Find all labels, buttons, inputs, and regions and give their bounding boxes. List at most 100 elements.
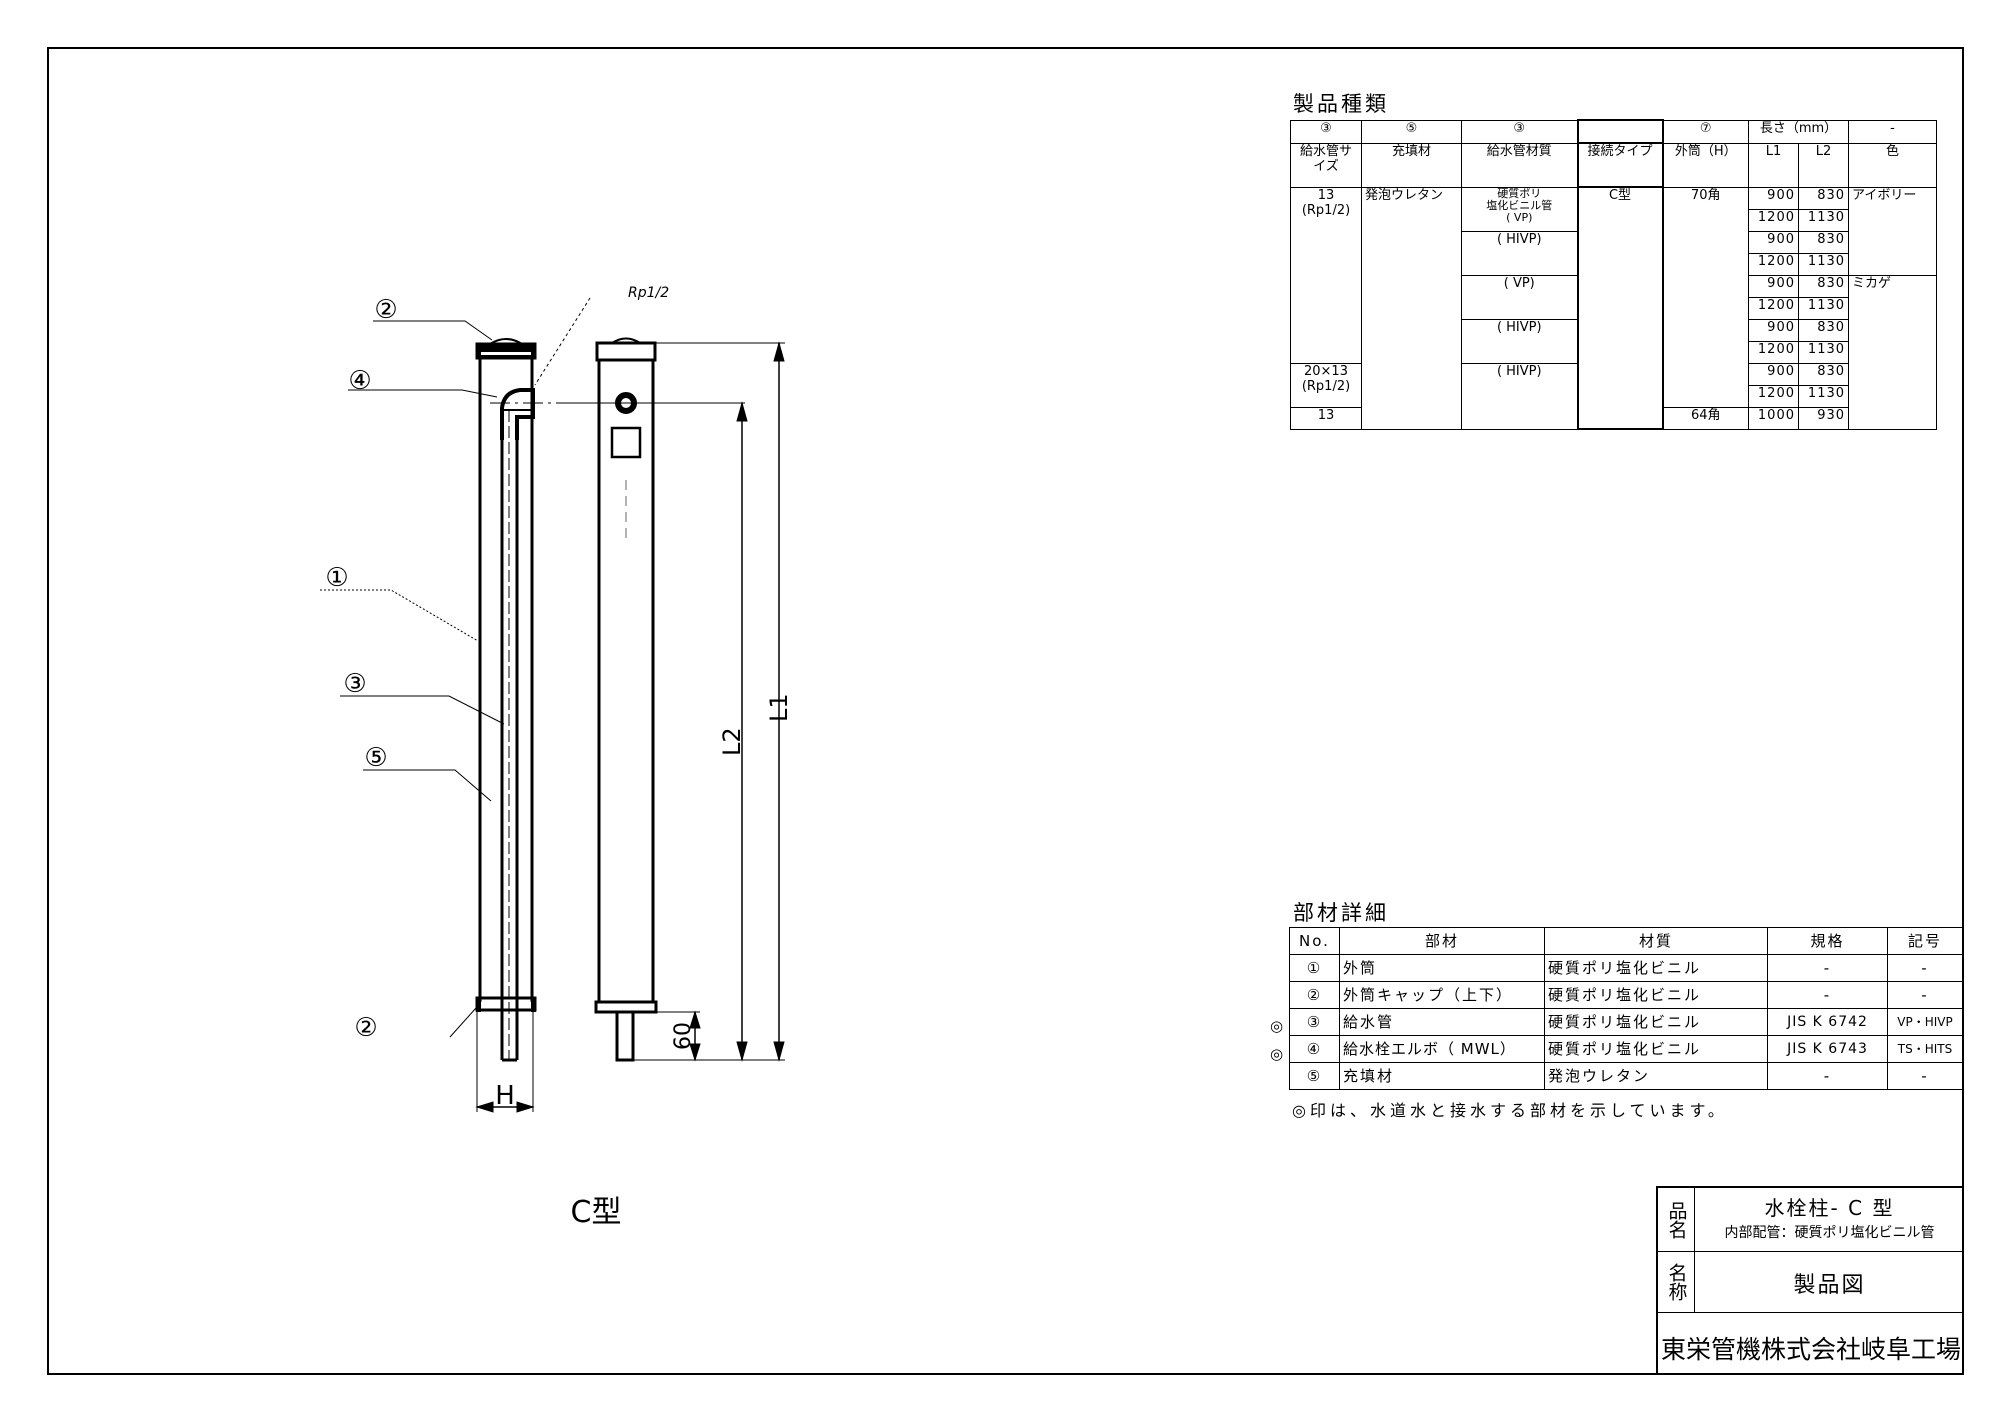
outer-cell: 64角 [1662, 406, 1749, 430]
ref-cell: ③ [1290, 119, 1362, 144]
L1-cell: 900 [1748, 274, 1799, 298]
elbow [500, 388, 535, 440]
ref-cell [1576, 119, 1664, 144]
connection-cell: C型 [1576, 186, 1664, 430]
column-header: 外筒（H） [1662, 142, 1749, 188]
L1-cell: 1000 [1748, 406, 1799, 430]
part-standard: - [1767, 954, 1888, 982]
L2-cell: 830 [1797, 230, 1850, 254]
L1-cell: 1200 [1748, 296, 1799, 320]
material-cell: ( HIVP) [1461, 362, 1578, 430]
part-no: ④ [1289, 1035, 1340, 1063]
column-header: No. [1289, 927, 1340, 955]
column-header: 給水管サイズ [1290, 142, 1362, 188]
product-name-label: 品名 [1658, 1188, 1695, 1251]
part-name: 外筒 [1339, 954, 1545, 982]
dimension-L2-label: L2 [718, 727, 746, 756]
part-material: 硬質ポリ塩化ビニル [1544, 1008, 1768, 1036]
L1-cell: 1200 [1748, 208, 1799, 232]
water-contact-mark: ◎ [1270, 1045, 1284, 1063]
part-no: ① [1289, 954, 1340, 982]
color-cell: ミカゲ [1848, 274, 1938, 430]
L1-cell: 900 [1748, 230, 1799, 254]
L2-cell: 830 [1797, 318, 1850, 342]
column-header: 記号 [1887, 927, 1963, 955]
L2-cell: 1130 [1797, 252, 1850, 276]
callout-4: ④ [348, 366, 371, 396]
callout-2-bottom: ② [354, 1013, 377, 1043]
L2-cell: 830 [1797, 274, 1850, 298]
column-header: 接続タイプ [1576, 142, 1664, 188]
company-name: 東栄管機株式会社岐阜工場 [1660, 1335, 1961, 1364]
L2-cell: 830 [1797, 362, 1850, 386]
callout-2-top: ② [374, 295, 397, 325]
top-cap [475, 342, 537, 360]
part-no: ② [1289, 981, 1340, 1009]
ref-cell: ⑦ [1662, 119, 1749, 144]
material-cell: ( VP) [1461, 274, 1578, 320]
part-standard: JIS K 6742 [1767, 1008, 1888, 1036]
L1-cell: 1200 [1748, 252, 1799, 276]
top-cap [595, 341, 657, 362]
part-name: 充填材 [1339, 1062, 1545, 1090]
part-no: ⑤ [1289, 1062, 1340, 1090]
material-cell: ( HIVP) [1461, 318, 1578, 364]
size-cell: 13 (Rp1/2) [1290, 186, 1362, 364]
water-contact-mark: ◎ [1270, 1017, 1284, 1035]
thread-label: Rp1/2 [628, 285, 669, 301]
drawing-frame [47, 47, 1964, 1375]
column-header: L1 [1748, 142, 1799, 188]
type-caption: C型 [571, 1195, 622, 1230]
L1-cell: 900 [1748, 318, 1799, 342]
product-table-title: 製品種類 [1293, 92, 1389, 116]
material-cell: ( HIVP) [1461, 230, 1578, 276]
ref-cell: - [1848, 119, 1938, 144]
callout-1: ① [325, 563, 348, 593]
L1-cell: 900 [1748, 362, 1799, 386]
part-material: 硬質ポリ塩化ビニル [1544, 954, 1768, 982]
L2-cell: 1130 [1797, 208, 1850, 232]
column-header: 材質 [1544, 927, 1768, 955]
pipe-stub [615, 1010, 635, 1062]
L2-cell: 1130 [1797, 340, 1850, 364]
part-symbol: - [1887, 981, 1963, 1009]
filler-cell: 発泡ウレタン [1361, 186, 1462, 430]
title-block: 品名 水栓柱- C 型 内部配管：硬質ポリ塩化ビニル管 名称 製品図 東栄管機株… [1656, 1186, 1964, 1375]
part-name: 外筒キャップ（上下） [1339, 981, 1545, 1009]
part-no: ③ [1289, 1008, 1340, 1036]
part-material: 発泡ウレタン [1544, 1062, 1768, 1090]
L1-cell: 1200 [1748, 384, 1799, 408]
dimension-60-label: 60 [671, 1022, 696, 1050]
column-header: 規格 [1767, 927, 1888, 955]
dimension-H-label: H [495, 1081, 515, 1111]
dimension-L1-label: L1 [765, 693, 793, 722]
part-name: 給水栓エルボ（ MWL） [1339, 1035, 1545, 1063]
bottom-cap [475, 996, 537, 1012]
L2-cell: 930 [1797, 406, 1850, 430]
L2-cell: 1130 [1797, 296, 1850, 320]
part-material: 硬質ポリ塩化ビニル [1544, 1035, 1768, 1063]
parts-table-title: 部材詳細 [1293, 901, 1389, 925]
product-subtitle: 内部配管：硬質ポリ塩化ビニル管 [1724, 1225, 1935, 1241]
length-header: 長さ（mm） [1747, 119, 1850, 144]
drawing-name: 製品図 [1793, 1273, 1866, 1298]
size-cell: 20×13 (Rp1/2) [1290, 362, 1362, 408]
L2-cell: 1130 [1797, 384, 1850, 408]
part-symbol: VP・HIVP [1887, 1008, 1963, 1036]
size-cell: 13 [1290, 406, 1362, 430]
section-view [475, 338, 537, 1113]
part-material: 硬質ポリ塩化ビニル [1544, 981, 1768, 1009]
ref-cell: ⑤ [1361, 119, 1462, 144]
column-header: 部材 [1339, 927, 1545, 955]
part-standard: - [1767, 1062, 1888, 1090]
column-header: L2 [1797, 142, 1850, 188]
callout-5: ⑤ [364, 743, 387, 773]
part-standard: JIS K 6743 [1767, 1035, 1888, 1063]
